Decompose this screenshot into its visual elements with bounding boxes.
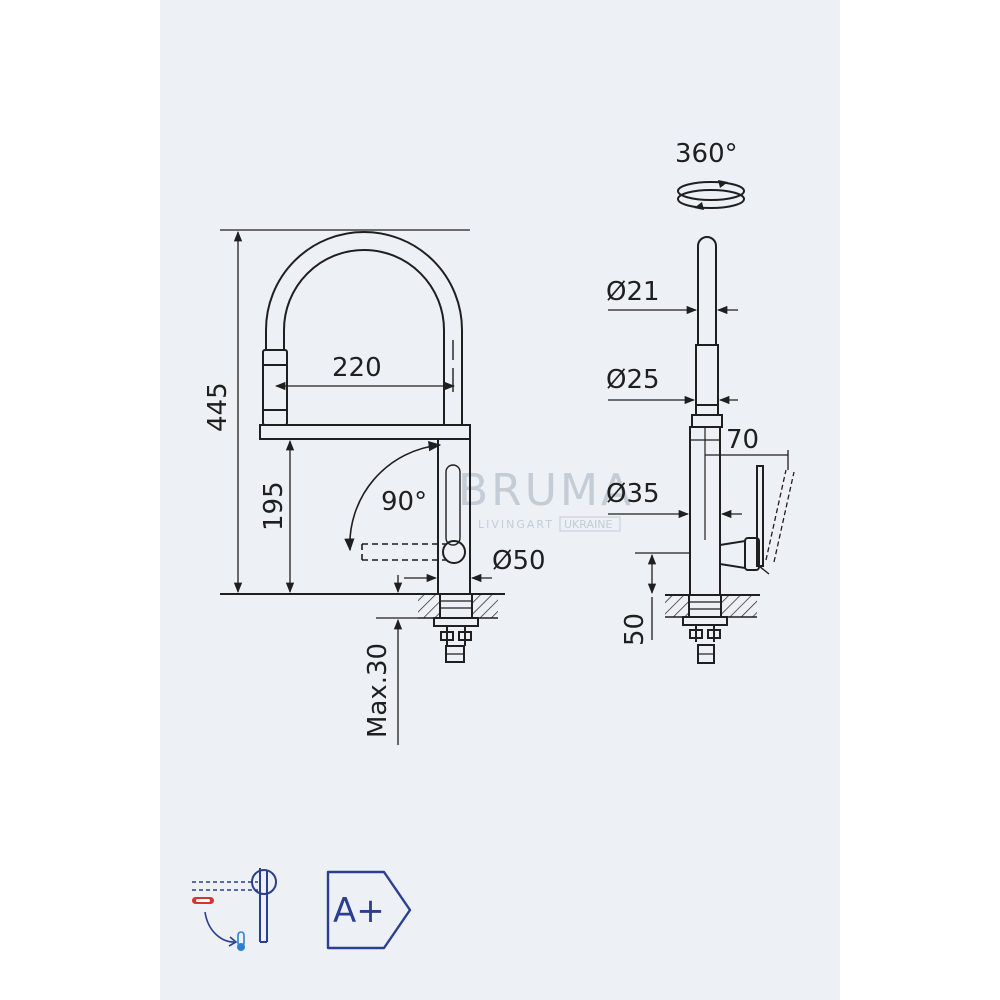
- dim-445: 445: [203, 382, 233, 432]
- dim-21-diameter: Ø21: [606, 277, 660, 307]
- dim-220: 220: [332, 353, 382, 383]
- dim-70: 70: [726, 425, 759, 455]
- energy-class-badge-icon: A+: [326, 870, 412, 950]
- dim-max30: Max.30: [363, 643, 393, 738]
- side-view: [665, 180, 795, 664]
- body-column: [437, 438, 471, 595]
- spout-arc-inner: [283, 249, 445, 425]
- front-view: [220, 231, 505, 663]
- spout-rod: [697, 236, 717, 346]
- handle-slot: [445, 464, 461, 546]
- front-dimensions: [220, 229, 492, 745]
- dim-50-diameter: Ø50: [492, 546, 546, 576]
- collar: [691, 414, 723, 428]
- side-dimensions: [608, 305, 789, 640]
- side-mount-shank: [688, 594, 722, 618]
- dim-195: 195: [259, 481, 289, 531]
- watermark: BRUMA LIVINGART UKRAINE: [458, 465, 634, 532]
- dim-25-diameter: Ø25: [606, 365, 660, 395]
- dim-35-diameter: Ø35: [606, 479, 660, 509]
- lever-rotated-dashed: [361, 543, 446, 561]
- dim-360: 360°: [675, 139, 738, 169]
- mount-nut: [433, 617, 479, 627]
- mount-shank: [439, 593, 473, 619]
- rotation-arrows-icon: [677, 180, 745, 210]
- dim-90: 90°: [381, 487, 427, 517]
- cold-start-icon: [192, 868, 277, 951]
- watermark-sub-box: UKRAINE: [564, 518, 612, 531]
- energy-class-label: A+: [333, 891, 385, 931]
- horizontal-arm: [259, 424, 471, 440]
- lever-pivot: [442, 540, 466, 564]
- lever-handle: [756, 465, 764, 567]
- spray-head: [262, 349, 288, 426]
- swivel-arc: [344, 441, 442, 552]
- drawing-sheet: [160, 0, 840, 1000]
- spout-arc-outer: [265, 231, 463, 425]
- lever-knob: [719, 539, 746, 570]
- watermark-brand: BRUMA: [458, 465, 634, 516]
- watermark-sub: LIVINGART: [478, 518, 554, 531]
- dim-50-height: 50: [620, 613, 650, 646]
